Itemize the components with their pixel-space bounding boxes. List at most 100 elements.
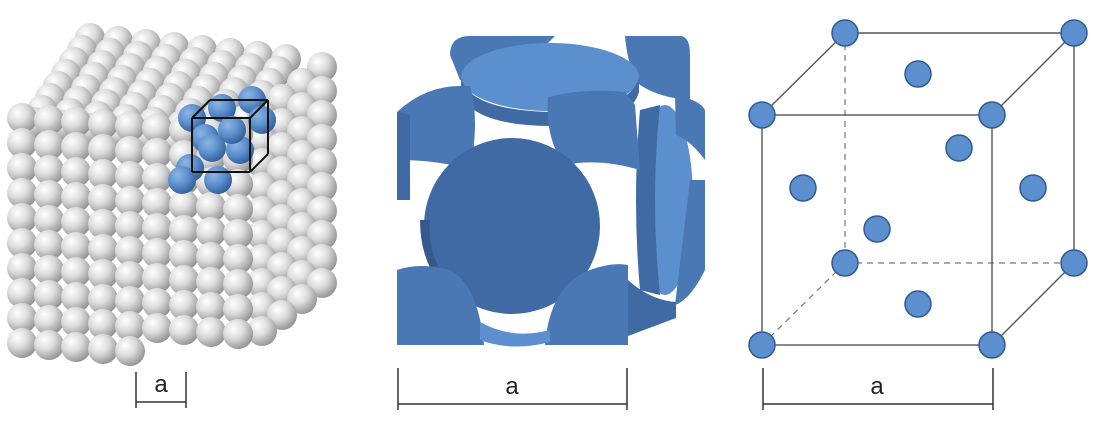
corner-atom-front-top-left-side xyxy=(397,112,410,200)
lattice-sphere xyxy=(307,220,337,250)
lattice-sphere xyxy=(307,148,337,178)
lattice-sphere xyxy=(196,267,226,297)
lattice-sphere xyxy=(34,280,64,310)
lattice-sphere xyxy=(115,311,145,341)
lattice-sphere xyxy=(169,190,199,220)
lattice-sphere xyxy=(223,269,253,299)
lattice-sphere xyxy=(61,232,91,262)
lattice-sphere xyxy=(142,313,172,343)
lattice-sphere xyxy=(115,286,145,316)
lattice-sphere xyxy=(34,230,64,260)
corner-atom xyxy=(1060,19,1088,47)
unit-cell-edge xyxy=(249,153,269,173)
lattice-sphere xyxy=(196,292,226,322)
lattice-sphere xyxy=(88,159,118,189)
points-dimension-label: a xyxy=(870,373,884,400)
lattice-sphere xyxy=(7,103,37,133)
lattice-sphere xyxy=(7,328,37,358)
corner-atom-front-bottom-left xyxy=(397,266,484,345)
unit-cell-atom xyxy=(168,166,196,194)
lattice-sphere xyxy=(61,332,91,362)
corner-atom xyxy=(978,101,1006,129)
lattice-sphere xyxy=(307,268,337,298)
lattice-sphere xyxy=(7,278,37,308)
face-atom-right xyxy=(1019,174,1047,202)
lattice-sphere xyxy=(61,307,91,337)
unit-cell-edge xyxy=(191,99,211,119)
lattice-sphere xyxy=(142,288,172,318)
lattice-sphere xyxy=(115,236,145,266)
corner-atom xyxy=(748,331,776,359)
packing-dimension-label: a xyxy=(505,373,519,400)
lattice-sphere xyxy=(115,111,145,141)
lattice-sphere xyxy=(307,100,337,130)
face-atom-front xyxy=(424,138,600,314)
lattice-sphere xyxy=(169,315,199,345)
lattice-sphere xyxy=(307,76,337,106)
lattice-sphere xyxy=(115,261,145,291)
corner-atom-back-right xyxy=(625,36,690,100)
lattice-sphere xyxy=(7,253,37,283)
face-atom-left xyxy=(789,174,817,202)
lattice-sphere xyxy=(34,330,64,360)
lattice-sphere xyxy=(142,163,172,193)
corner-atom-right-upper xyxy=(675,95,705,160)
packing-dimension-marker: a xyxy=(397,368,628,410)
lattice-sphere xyxy=(307,52,337,82)
lattice-sphere xyxy=(115,136,145,166)
lattice-sphere xyxy=(267,300,297,330)
unit-cell-atom xyxy=(218,116,246,144)
face-atom-bottom xyxy=(480,322,550,347)
lattice-dimension-marker: a xyxy=(135,371,187,408)
lattice-sphere xyxy=(88,309,118,339)
lattice-sphere xyxy=(61,157,91,187)
lattice-sphere xyxy=(34,205,64,235)
lattice-sphere xyxy=(307,196,337,226)
lattice-sphere xyxy=(7,153,37,183)
face-atom-bottom xyxy=(904,290,932,318)
wireframe-unit-cell-panel xyxy=(748,19,1088,359)
lattice-sphere xyxy=(61,207,91,237)
corner-atom xyxy=(748,101,776,129)
highlighted-unit-cell xyxy=(168,86,276,194)
lattice-sphere xyxy=(61,107,91,137)
lattice-sphere xyxy=(196,242,226,272)
corner-atoms xyxy=(748,19,1088,359)
lattice-sphere xyxy=(307,172,337,202)
packed-unit-cell-panel xyxy=(397,36,705,347)
lattice-sphere xyxy=(88,234,118,264)
unit-cell-atom xyxy=(204,166,232,194)
lattice-sphere xyxy=(142,263,172,293)
corner-atom xyxy=(831,19,859,47)
hidden-edge-diagonal xyxy=(761,262,846,346)
lattice-sphere xyxy=(88,109,118,139)
lattice-sphere xyxy=(34,105,64,135)
lattice-sphere xyxy=(169,215,199,245)
lattice-sphere xyxy=(34,130,64,160)
face-atom-back xyxy=(945,134,973,162)
lattice-sphere xyxy=(196,317,226,347)
lattice-sphere xyxy=(61,182,91,212)
corner-atom-front-top-left xyxy=(397,86,475,170)
unit-cell-edge xyxy=(249,99,269,119)
lattice-sphere xyxy=(196,217,226,247)
corner-atom xyxy=(978,331,1006,359)
lattice-sphere xyxy=(142,238,172,268)
lattice-sphere xyxy=(115,161,145,191)
lattice-sphere xyxy=(115,186,145,216)
lattice-sphere xyxy=(88,334,118,364)
corner-atom-back-bottom-right xyxy=(628,280,676,336)
lattice-sphere xyxy=(169,265,199,295)
corner-atom-right-lower xyxy=(675,180,705,305)
lattice-sphere xyxy=(142,213,172,243)
lattice-sphere xyxy=(247,316,277,346)
lattice-sphere xyxy=(142,113,172,143)
lattice-sphere xyxy=(142,138,172,168)
lattice-sphere xyxy=(223,319,253,349)
visible-edges xyxy=(761,32,1075,346)
unit-cell-atom xyxy=(198,134,226,162)
lattice-sphere xyxy=(223,194,253,224)
corner-atom-front-bottom-right xyxy=(545,264,628,345)
lattice-sphere xyxy=(287,284,317,314)
